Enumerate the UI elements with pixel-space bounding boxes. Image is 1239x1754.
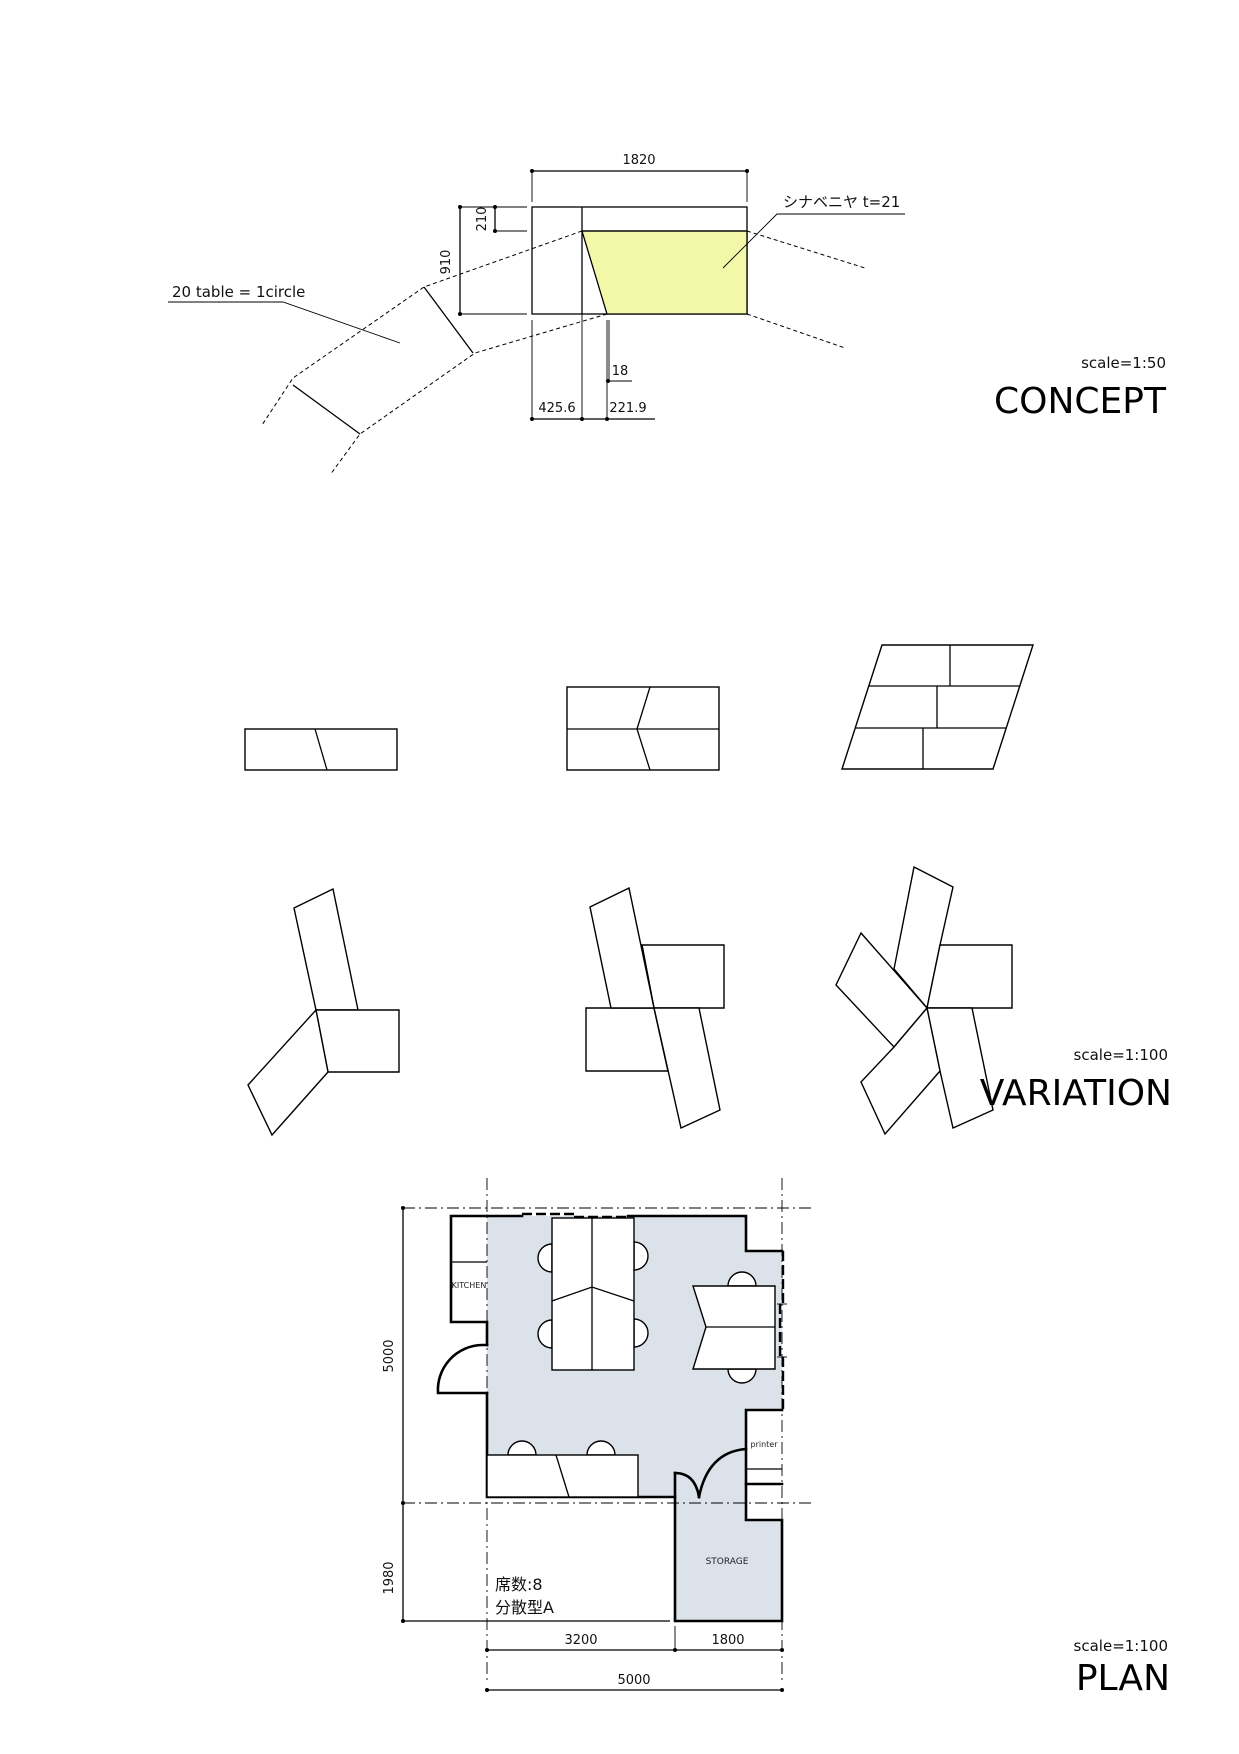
dim-thickness-label: 18 xyxy=(612,364,629,379)
circle-annotation: 20 table = 1circle xyxy=(172,283,305,301)
variation-layout-1 xyxy=(244,728,398,771)
concept-section: 1820 910 210 18 425.6 221.9 20 table = 1… xyxy=(168,153,1167,476)
storage-room: STORAGE xyxy=(673,1447,784,1623)
dim-height-main: 5000 xyxy=(382,1339,397,1372)
floor-storage xyxy=(675,1449,782,1621)
variation-layout-6 xyxy=(835,865,1013,1136)
dim-offset-label: 210 xyxy=(475,207,490,232)
storage-door-arc-left[interactable] xyxy=(673,1471,701,1499)
dim-width-right: 1800 xyxy=(711,1633,744,1648)
circle-arc-outer xyxy=(261,230,583,426)
table-cluster-center xyxy=(537,1217,649,1371)
layout-type: 分散型A xyxy=(495,1598,554,1617)
dim-left-offset-label: 425.6 xyxy=(538,401,575,416)
circle-arc-right-top xyxy=(746,230,866,269)
material-annotation-leader xyxy=(722,213,905,269)
adjacent-table-edge-1 xyxy=(423,286,474,354)
plan-scale: scale=1:100 xyxy=(1074,1637,1168,1655)
table-cluster-right xyxy=(692,1271,776,1384)
circle-arc-inner xyxy=(329,313,608,476)
dim-skew-label: 221.9 xyxy=(609,401,646,416)
kitchen: KITCHEN xyxy=(449,1214,489,1347)
plan-title: PLAN xyxy=(1076,1658,1170,1699)
dim-height-lower: 1980 xyxy=(382,1561,397,1594)
concept-title: CONCEPT xyxy=(994,381,1167,422)
concept-scale: scale=1:50 xyxy=(1081,354,1166,372)
adjacent-table-edge-2 xyxy=(292,384,361,435)
variation-title: VARIATION xyxy=(980,1073,1172,1114)
variation-layout-4 xyxy=(247,887,400,1137)
entrance-door[interactable] xyxy=(436,1343,489,1395)
variation-layout-3 xyxy=(841,644,1034,770)
circle-arc-right-bottom xyxy=(746,313,846,349)
dim-width-left: 3200 xyxy=(564,1633,597,1648)
dim-depth-label: 910 xyxy=(439,250,454,275)
variation-layout-2 xyxy=(566,686,720,771)
plan-section: KITCHEN printer STORAGE xyxy=(382,1178,1170,1699)
table-cluster-bottom xyxy=(486,1440,639,1498)
variation-section: scale=1:100 VARIATION xyxy=(244,644,1172,1137)
printer-cabinet: printer xyxy=(744,1408,784,1486)
printer-label: printer xyxy=(750,1440,778,1449)
seat-count: 席数:8 xyxy=(495,1575,543,1594)
storage-door-arc-right[interactable] xyxy=(697,1447,748,1499)
dim-width-total: 5000 xyxy=(617,1673,650,1688)
kitchen-label: KITCHEN xyxy=(452,1281,487,1290)
circle-annotation-leader xyxy=(168,301,401,344)
variation-layout-5 xyxy=(585,886,725,1129)
material-annotation: シナベニヤ t=21 xyxy=(783,193,900,211)
storage-label: STORAGE xyxy=(706,1557,749,1567)
veneer-panel xyxy=(581,230,748,315)
variation-scale: scale=1:100 xyxy=(1074,1046,1168,1064)
dim-width-label: 1820 xyxy=(622,153,655,168)
